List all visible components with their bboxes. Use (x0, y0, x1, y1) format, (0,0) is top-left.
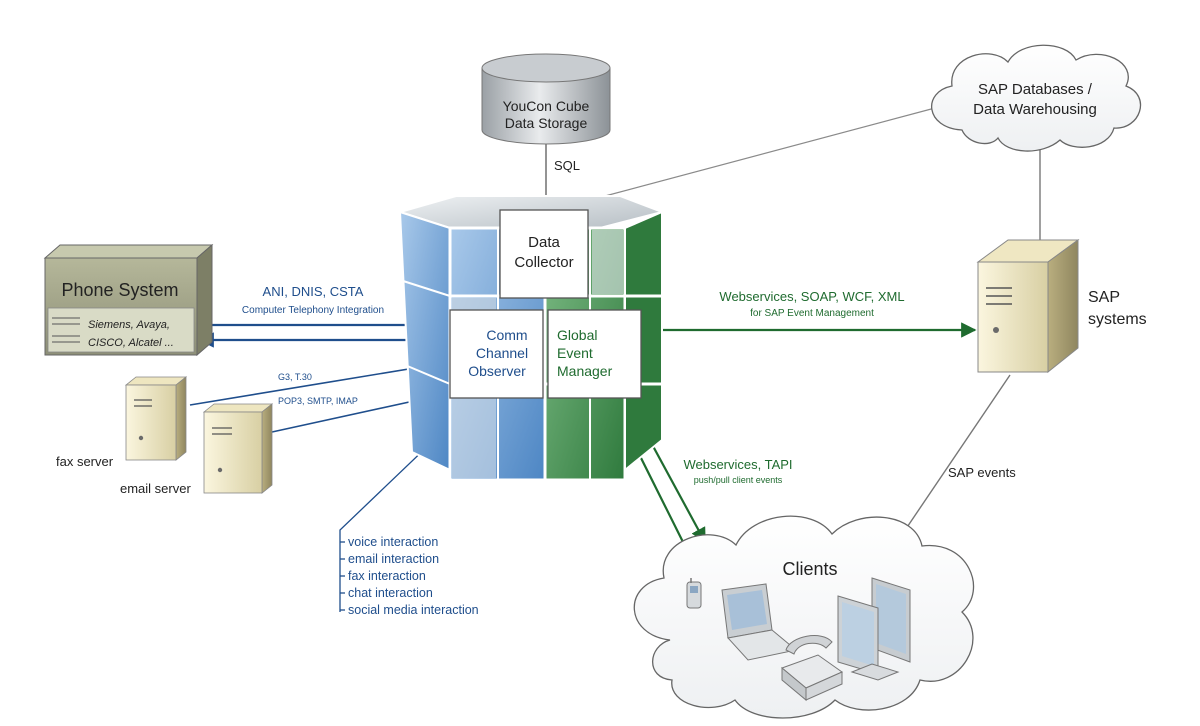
phone-vendors-line1: Siemens, Avaya, (88, 319, 170, 331)
mobile-phone-icon (686, 578, 702, 609)
phone-system: Phone System Siemens, Avaya, CISCO, Alca… (43, 243, 214, 357)
clients-link-label: Webservices, TAPI (683, 457, 792, 472)
event-manager-line1: Global (557, 327, 597, 343)
sap-db-label-line1: SAP Databases / (978, 81, 1093, 98)
phone-vendors-line2: CISCO, Alcatel ... (88, 337, 174, 349)
comm-observer-line3: Observer (468, 363, 526, 379)
sap-systems-line1: SAP (1088, 289, 1120, 306)
monitor-icon (837, 577, 911, 681)
interaction-branch-line (339, 419, 456, 612)
interaction-social-media: social media interaction (348, 603, 479, 617)
event-manager-line3: Manager (557, 363, 613, 379)
data-collector-box (499, 209, 589, 299)
sap-db-label-line2: Data Warehousing (973, 101, 1097, 118)
phone-system-title: Phone System (61, 280, 178, 300)
clients-title: Clients (782, 559, 837, 579)
interaction-voice: voice interaction (348, 535, 438, 549)
db-label-line1: YouCon Cube (503, 98, 590, 114)
sap-link-sublabel: for SAP Event Management (750, 308, 874, 319)
data-collector-line2: Collector (514, 254, 573, 271)
comm-observer-line2: Channel (476, 345, 528, 361)
global-event-manager-box (547, 309, 642, 399)
fax-link-line (189, 362, 446, 406)
sap-link-label: Webservices, SOAP, WCF, XML (719, 289, 904, 304)
interaction-chat: chat interaction (348, 586, 433, 600)
db-label-line2: Data Storage (505, 115, 588, 131)
fax-server (124, 376, 188, 461)
sql-label: SQL (554, 158, 580, 173)
sap-db-link-line (589, 107, 936, 201)
email-server-label: email server (120, 481, 191, 496)
interaction-list: voice interaction email interaction fax … (340, 535, 479, 617)
cti-link-label: ANI, DNIS, CSTA (263, 284, 364, 299)
youcon-cube-data-storage: YouCon Cube Data Storage (481, 53, 611, 145)
clients-cloud (633, 515, 975, 719)
interaction-email: email interaction (348, 552, 439, 566)
sap-systems-line2: systems (1088, 311, 1147, 328)
sap-events-line (894, 374, 1011, 546)
event-manager-line2: Event (557, 345, 593, 361)
youcon-cube: Data Collector Comm Channel Observer Glo… (396, 195, 666, 482)
laptop-icon (721, 583, 798, 661)
fax-link-label: G3, T.30 (278, 372, 312, 382)
comm-observer-line1: Comm (486, 327, 527, 343)
sap-systems-server (976, 239, 1080, 374)
email-link-label: POP3, SMTP, IMAP (278, 396, 358, 406)
clients-link-sublabel: push/pull client events (694, 475, 783, 485)
fax-server-label: fax server (56, 454, 114, 469)
sap-events-label: SAP events (948, 465, 1016, 480)
data-collector-line1: Data (528, 234, 560, 251)
interaction-fax: fax interaction (348, 569, 426, 583)
sap-databases-cloud: SAP Databases / Data Warehousing (930, 44, 1142, 152)
email-server (202, 403, 274, 494)
cti-link-sublabel: Computer Telephony Integration (242, 305, 384, 316)
comm-channel-observer-box (449, 309, 544, 399)
desk-phone-icon (781, 635, 844, 702)
